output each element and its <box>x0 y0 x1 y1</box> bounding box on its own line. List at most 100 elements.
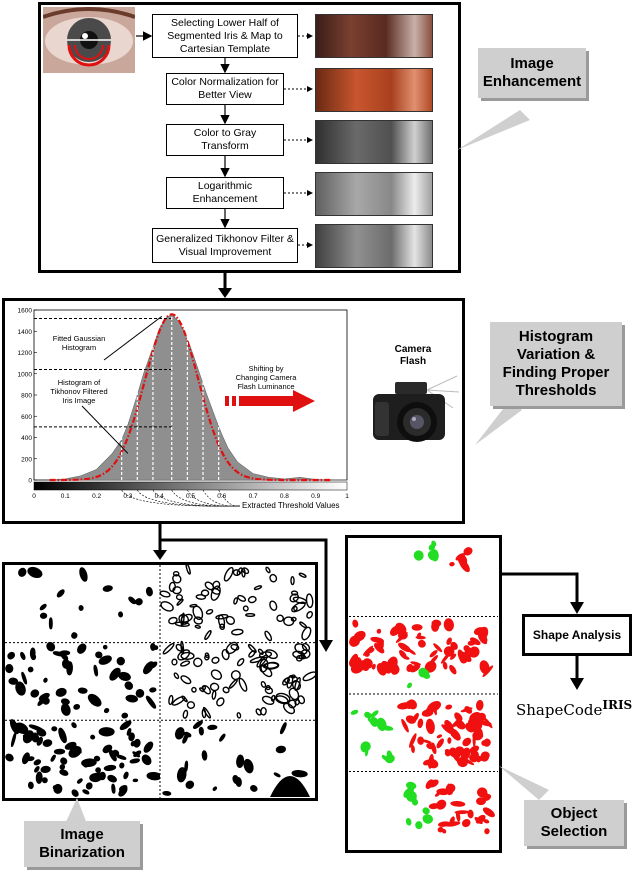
red-object <box>376 628 382 634</box>
red-object <box>482 665 494 678</box>
enhancement-connectors <box>136 31 530 298</box>
binary-blob <box>242 605 249 612</box>
binary-blob <box>297 695 306 705</box>
binary-blob <box>36 728 47 737</box>
binary-blob <box>27 666 34 673</box>
filtered-label-pointer <box>81 405 129 454</box>
binary-blob <box>262 662 279 670</box>
red-object <box>437 826 444 833</box>
binary-blob <box>250 785 258 792</box>
binary-blob <box>60 698 70 705</box>
red-object <box>460 756 475 766</box>
binary-blob <box>20 651 26 660</box>
binary-blob <box>204 581 215 591</box>
red-object <box>469 711 482 723</box>
binary-blob <box>98 727 115 737</box>
binary-blob <box>249 656 266 664</box>
binary-blob <box>116 656 125 666</box>
binary-blob <box>129 758 141 764</box>
red-object <box>480 714 486 720</box>
binary-blob <box>172 570 180 577</box>
shapecode-label: ShapeCodeIRIS <box>516 698 633 719</box>
binary-blob <box>182 734 189 744</box>
binary-blob <box>201 708 207 719</box>
y-tick-label: 200 <box>21 456 32 463</box>
binary-blob <box>300 649 311 659</box>
red-object <box>481 740 488 746</box>
binary-blob <box>193 616 204 625</box>
binary-blob <box>204 629 212 641</box>
binary-blob <box>255 708 262 716</box>
binary-blob <box>61 659 71 669</box>
binary-blob <box>191 686 197 693</box>
binary-blob <box>176 598 184 606</box>
threshold-pointer <box>202 489 241 507</box>
red-object <box>450 800 466 807</box>
y-tick-label: 1000 <box>18 371 33 378</box>
red-object <box>411 745 415 754</box>
threshold-pointer <box>218 489 241 507</box>
binary-blob <box>33 759 42 766</box>
red-object <box>478 626 489 641</box>
binary-blob <box>145 695 157 709</box>
binary-blob <box>90 734 96 740</box>
red-object <box>468 646 480 658</box>
binary-blob <box>40 765 51 773</box>
binary-blob <box>238 677 248 692</box>
binary-blob <box>294 643 308 655</box>
red-object <box>352 619 359 628</box>
binary-blob <box>299 621 307 629</box>
selection-callout-pointer <box>499 766 549 800</box>
binary-blob <box>93 772 106 781</box>
binary-blob <box>301 642 311 652</box>
binary-blob <box>109 667 121 681</box>
binary-blob <box>279 722 287 735</box>
red-object <box>436 799 447 810</box>
binary-blob <box>102 585 113 592</box>
x-tick-label: 0.7 <box>249 493 258 500</box>
camera-icon <box>373 375 460 442</box>
green-object <box>380 725 394 731</box>
x-tick-label: 0.5 <box>186 493 195 500</box>
binary-blob <box>95 651 103 659</box>
binary-blob <box>298 654 307 660</box>
y-tick-label: 1600 <box>18 308 33 315</box>
red-object <box>449 561 455 567</box>
binary-blob <box>230 670 241 681</box>
red-object <box>429 649 438 658</box>
threshold-pointer <box>187 489 241 507</box>
binary-blob <box>186 701 196 709</box>
y-tick-label: 1400 <box>18 329 33 336</box>
binary-blob <box>162 642 175 655</box>
binary-blob <box>175 643 184 652</box>
red-object <box>415 635 426 640</box>
binary-blob <box>282 677 291 686</box>
red-object <box>409 733 417 748</box>
binary-blob <box>27 781 34 790</box>
binary-blob <box>55 687 67 697</box>
binary-blob <box>46 641 56 652</box>
binary-blob <box>59 764 66 770</box>
binary-blob <box>275 745 287 754</box>
binary-blob <box>30 689 40 698</box>
binary-blob <box>52 651 66 657</box>
binary-blob <box>172 574 182 584</box>
binary-blob <box>146 771 162 781</box>
binary-blob <box>260 680 267 688</box>
red-object <box>362 658 373 668</box>
red-object <box>459 654 468 664</box>
eye-photo <box>43 7 135 73</box>
red-object <box>446 783 451 796</box>
binary-blob <box>231 628 244 636</box>
red-object <box>449 653 457 660</box>
binary-blob <box>185 780 195 789</box>
red-object <box>442 661 448 670</box>
binary-blob <box>60 757 68 765</box>
binary-blob <box>53 748 66 755</box>
binary-blob <box>199 687 205 693</box>
red-object <box>444 750 451 757</box>
binary-blob <box>282 702 296 715</box>
binary-blob <box>8 677 19 685</box>
